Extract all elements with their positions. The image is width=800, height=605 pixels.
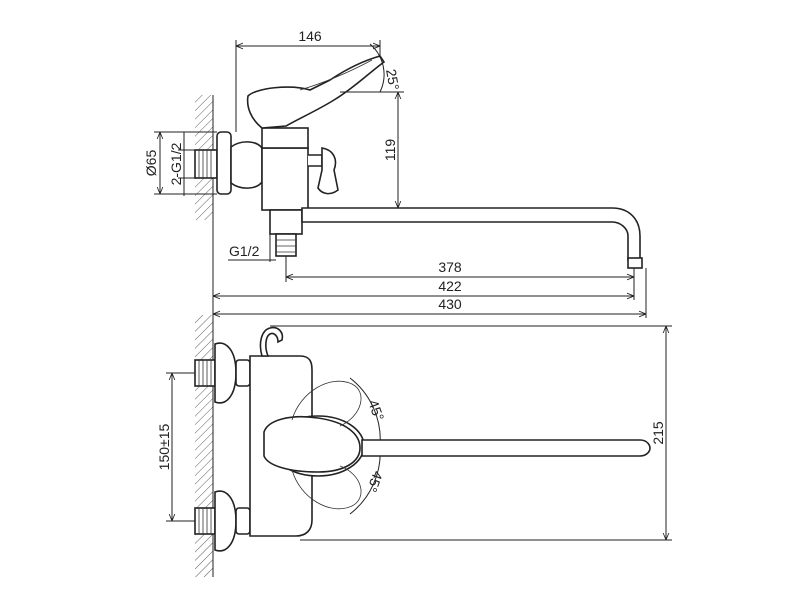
inlet-thread-lines [198,150,212,178]
wall-hatch-front [195,315,213,577]
mixer-body [261,147,309,211]
dim-215: 215 [650,421,666,445]
dim-45-lower: 45° [364,469,386,494]
arc-25 [369,43,385,93]
lever-highlight [299,59,373,91]
dim-25-angle: 25° [383,68,402,92]
dim-119: 119 [382,139,398,162]
inlet-nut [194,149,218,179]
dim-430: 430 [438,296,462,312]
dim-45-upper: 45° [365,398,387,423]
lower-inlet-nut [194,507,216,535]
outlet-nut [269,209,303,235]
diverter-knob [317,147,339,195]
flange [216,131,232,195]
eccentric-connector [230,141,263,189]
upper-flange [214,342,237,404]
lower-inlet-thread [198,508,212,534]
upper-connector [235,359,251,387]
dim-378: 378 [438,259,462,275]
diverter-stem [308,154,323,167]
body-top-ring [261,127,309,149]
outlet-thread-lines [276,239,296,253]
aerator [627,257,643,269]
dim-g12-outlet: G1/2 [229,243,260,259]
upper-inlet-nut [194,359,216,387]
dim-65: Ø65 [143,150,159,177]
lever-handle-side [246,55,386,129]
hand-shower-hook [259,326,284,357]
lever-front [263,416,361,473]
lower-flange [214,490,237,552]
outlet-thread [275,233,297,257]
spout-front [361,439,651,457]
spout-side [301,207,641,261]
front-view: 45° 45° 150±15 215 [156,315,672,577]
dim-146: 146 [298,28,322,44]
upper-inlet-thread [198,360,212,386]
dim-2-g12: 2-G1/2 [168,142,184,185]
dim-150: 150±15 [156,423,172,470]
lower-connector [235,507,251,535]
side-view: 146 25° 119 Ø65 2-G1/2 G1/2 378 422 4 [143,28,647,320]
dim-422: 422 [438,278,462,294]
arc-45-upper [349,377,381,447]
lever-rotated-up [291,380,362,427]
lever-rotated-down [291,465,362,510]
